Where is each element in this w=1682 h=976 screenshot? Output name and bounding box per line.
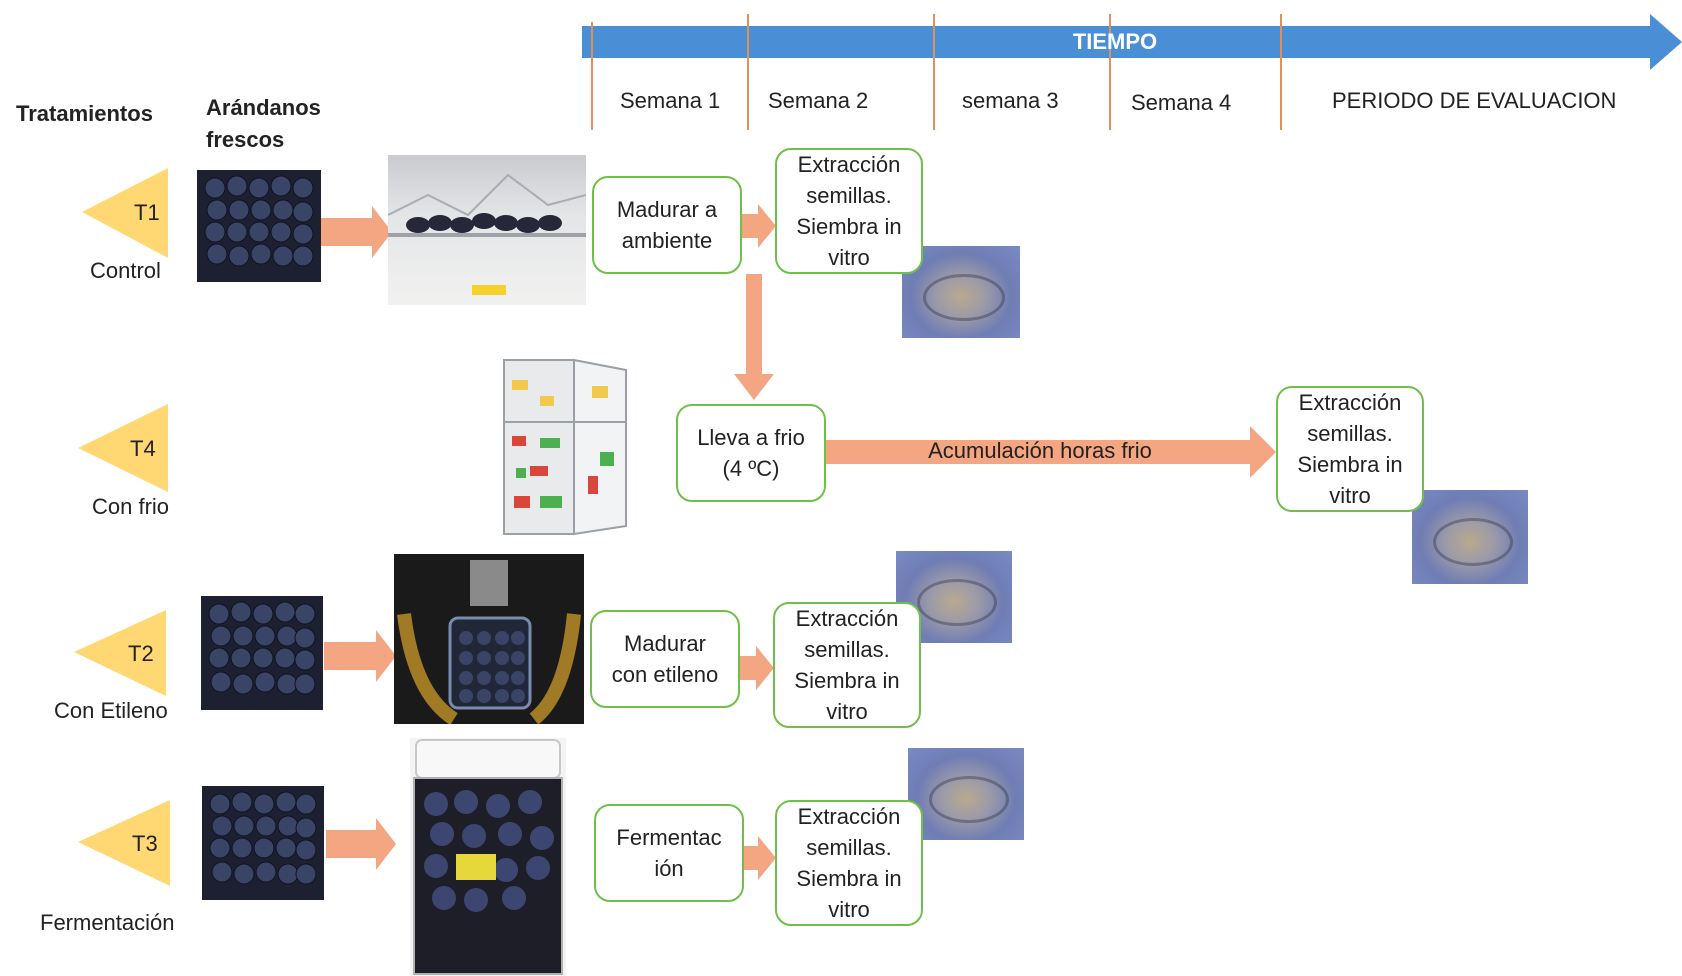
treatments-header: Tratamientos [16,101,153,126]
treatment-name-ethylene: Con Etileno [54,698,168,723]
refrigerator-icon [503,358,627,536]
container-icon [388,173,586,295]
week-3-label: semana 3 [962,88,1059,113]
blueberry-tray-photo-t3 [202,786,324,900]
evaluation-period-label: PERIODO DE EVALUACION [1332,88,1617,113]
cold-storage-box: Lleva a frio (4 ºC) [676,404,826,502]
extraction-box-t1: Extracción semillas. Siembra in vitro [775,148,923,274]
blueberries-icon [204,175,314,267]
extraction-box-t4: Extracción semillas. Siembra in vitro [1276,386,1424,512]
extraction-box-t3: Extracción semillas. Siembra in vitro [775,800,923,926]
ethylene-ripening-photo [394,554,584,724]
week-1-label: Semana 1 [620,88,721,113]
ethylene-ripening-box: Madurar con etileno [590,610,740,708]
in-vitro-seed-photo-t3 [908,748,1024,840]
treatment-name-control: Control [90,258,161,283]
blueberry-tray-photo-t1 [197,170,321,282]
blueberries-icon [209,791,317,885]
blueberries-icon [208,601,316,695]
treatment-code-t1: T1 [134,200,160,225]
treatment-code-t2: T2 [128,641,154,666]
ethylene-container-icon [397,560,581,724]
jar-icon [413,739,563,975]
extraction-box-t2: Extracción semillas. Siembra in vitro [773,602,921,728]
in-vitro-seed-photo-t4 [1412,490,1528,584]
blueberry-tray-photo-t2 [201,596,323,710]
ambient-ripening-photo [388,155,586,305]
week-4-label: Semana 4 [1131,90,1232,115]
treatment-code-t3: T3 [132,831,158,856]
fermentation-box: Fermentac ión [594,804,744,902]
week-2-label: Semana 2 [768,88,869,113]
cold-accumulation-label: Acumulación horas frio [928,438,1152,463]
treatment-name-fermentation: Fermentación [40,910,175,935]
treatment-name-cold: Con frio [92,494,170,519]
ambient-ripening-box: Madurar a ambiente [592,176,742,274]
fermentation-jar-photo [410,738,566,976]
timeline-title: TIEMPO [1072,29,1158,54]
fresh-blueberries-header: Arándanos frescos [206,95,321,152]
refrigerator-photo [500,356,634,538]
treatment-code-t4: T4 [130,436,156,461]
